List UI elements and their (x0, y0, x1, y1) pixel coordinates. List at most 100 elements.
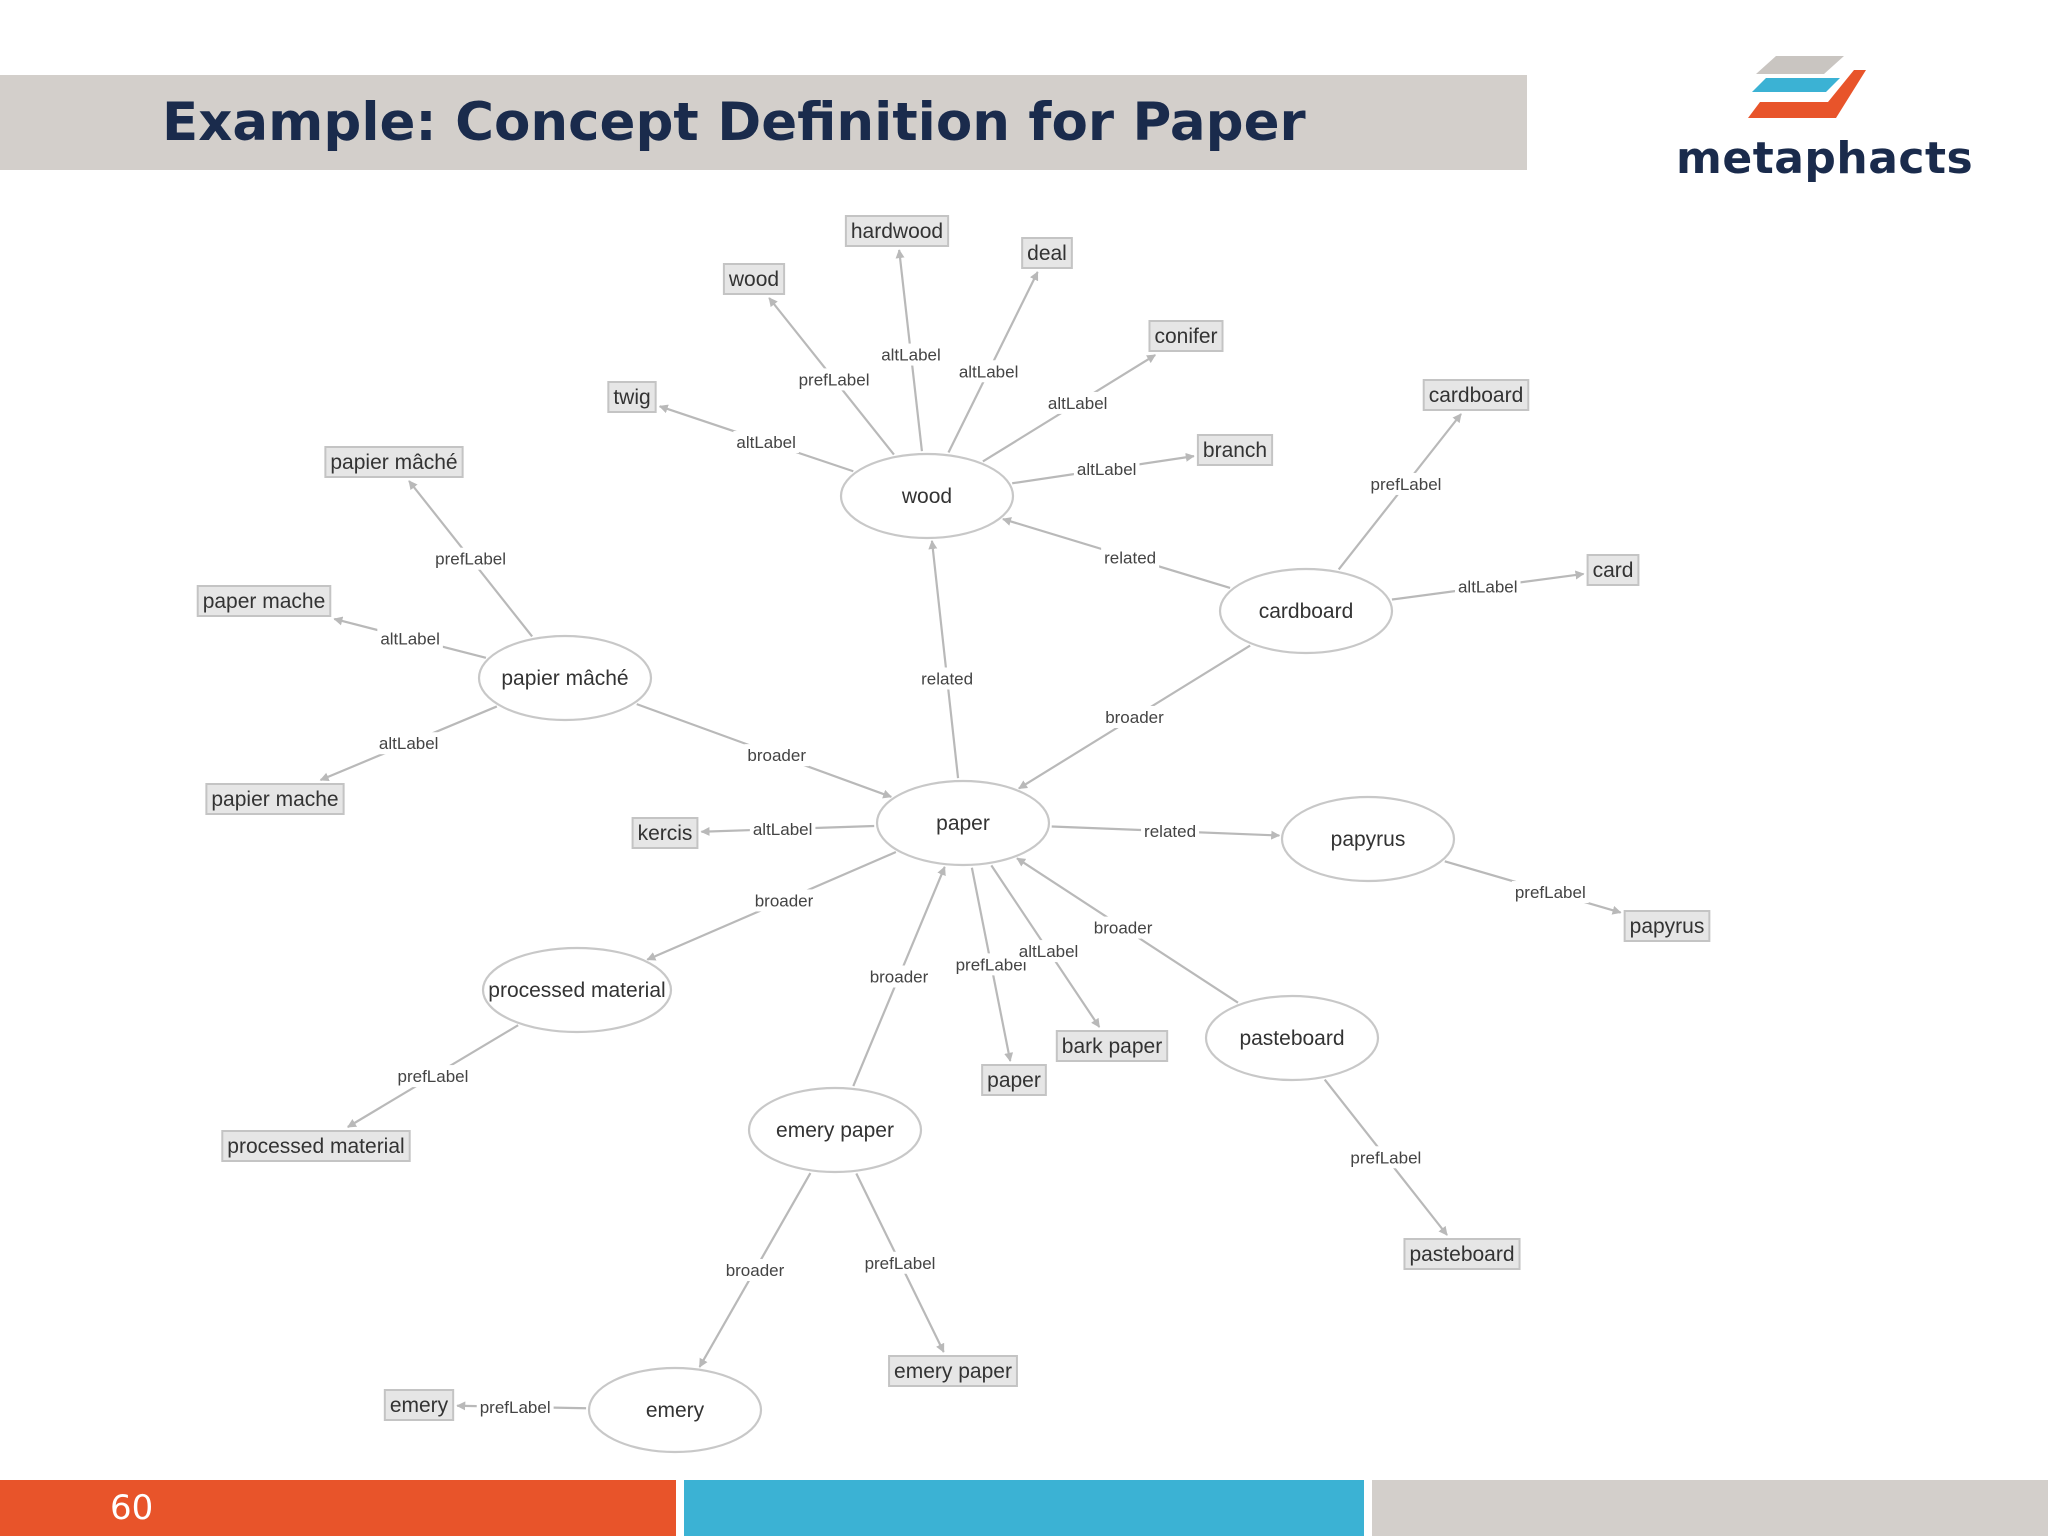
concept-node-papyrus[interactable]: papyrus (1280, 795, 1456, 883)
edge-label-background (918, 667, 977, 690)
concept-label: papier mâché (501, 667, 628, 690)
footer-bar-gray (1372, 1480, 2048, 1536)
edge-broader: broader (1018, 644, 1251, 790)
literal-box[interactable] (981, 1064, 1047, 1096)
edge-preflabel: prefLabel (1337, 413, 1462, 571)
literal-node-conifer[interactable]: conifer (1148, 320, 1224, 352)
literal-box[interactable] (1403, 1238, 1521, 1270)
literal-node-papier-mache[interactable]: papier mache (205, 783, 345, 815)
literal-node-paper-mache[interactable]: paper mache (196, 585, 332, 617)
metaphacts-logo-icon (1748, 56, 1866, 118)
edge-altlabel: altLabel (319, 705, 498, 782)
edge-label-background (952, 953, 1030, 976)
literal-node-papyrus[interactable]: papyrus (1623, 910, 1711, 942)
edge-altlabel: altLabel (333, 616, 487, 659)
literal-node-cardboard[interactable]: cardboard (1422, 379, 1530, 411)
literal-node-bark-paper[interactable]: bark paper (1055, 1030, 1169, 1062)
concept-ellipse[interactable] (839, 452, 1015, 540)
literal-node-deal[interactable]: deal (1021, 237, 1073, 269)
edge-label-background (1101, 546, 1160, 569)
literal-node-processed-material[interactable]: processed material (221, 1130, 411, 1162)
concept-ellipse[interactable] (481, 946, 673, 1034)
concept-node-pasteboard[interactable]: pasteboard (1204, 994, 1380, 1082)
literal-box[interactable] (1021, 237, 1073, 269)
edge-preflabel: prefLabel (347, 1024, 519, 1128)
literal-box[interactable] (1055, 1030, 1169, 1062)
literal-box[interactable] (1422, 379, 1530, 411)
literal-label: wood (728, 268, 779, 291)
edge-label-background (375, 732, 442, 755)
edge-label-background (955, 360, 1022, 383)
edge-label-background (866, 965, 932, 988)
literal-label: papyrus (1630, 915, 1705, 938)
concept-ellipse[interactable] (1280, 795, 1456, 883)
literal-box[interactable] (1623, 910, 1711, 942)
edge-label-background (476, 1395, 554, 1418)
literal-box[interactable] (844, 215, 950, 247)
concept-label: wood (901, 485, 952, 508)
nodes-layer: wood paper cardboard papier mâché papyrus pro… (196, 215, 1711, 1454)
literal-label: conifer (1154, 325, 1217, 348)
edge-label: prefLabel (435, 550, 506, 569)
literal-box[interactable] (1196, 434, 1274, 466)
edge-label-background (1511, 881, 1589, 904)
literal-label: emery paper (894, 1360, 1012, 1383)
literal-box[interactable] (196, 585, 332, 617)
concept-node-paper[interactable]: paper (875, 779, 1051, 867)
concept-node-processed-material[interactable]: processed material (481, 946, 673, 1034)
edge-altlabel: altLabel (990, 864, 1101, 1028)
edge-label-background (861, 1251, 939, 1274)
concept-label: papyrus (1331, 828, 1406, 851)
literal-node-emery-paper[interactable]: emery paper (888, 1355, 1018, 1387)
literal-box[interactable] (1148, 320, 1224, 352)
concept-ellipse[interactable] (875, 779, 1051, 867)
concept-ellipse[interactable] (747, 1086, 923, 1174)
edge-broader: broader (636, 703, 893, 799)
literal-node-pasteboard[interactable]: pasteboard (1403, 1238, 1521, 1270)
concept-node-cardboard[interactable]: cardboard (1218, 567, 1394, 655)
concept-node-emery[interactable]: emery (587, 1366, 763, 1454)
literal-box[interactable] (888, 1355, 1018, 1387)
literal-node-twig[interactable]: twig (607, 381, 657, 413)
edge-line (928, 540, 960, 779)
literal-node-hardwood[interactable]: hardwood (844, 215, 950, 247)
literal-box[interactable] (722, 263, 786, 295)
concept-ellipse[interactable] (587, 1366, 763, 1454)
literal-node-paper[interactable]: paper (981, 1064, 1047, 1096)
literal-node-card[interactable]: card (1586, 554, 1640, 586)
edge-label: altLabel (1077, 460, 1137, 479)
literal-label: papier mache (211, 788, 338, 811)
literal-box[interactable] (607, 381, 657, 413)
literal-label: processed material (227, 1135, 404, 1158)
literal-label: pasteboard (1409, 1243, 1514, 1266)
concept-node-emery-paper[interactable]: emery paper (747, 1086, 923, 1174)
edge-related: related (1051, 820, 1281, 843)
literal-node-wood[interactable]: wood (722, 263, 786, 295)
literal-label: hardwood (851, 220, 943, 243)
literal-box[interactable] (1586, 554, 1640, 586)
edge-label: prefLabel (398, 1067, 469, 1086)
literal-node-kercis[interactable]: kercis (631, 817, 699, 849)
edge-label-background (377, 627, 443, 650)
literal-node-papier-mache-accent[interactable]: papier mâché (324, 446, 464, 478)
literal-box[interactable] (205, 783, 345, 815)
edge-related: related (1002, 517, 1231, 590)
edge-label: altLabel (1019, 942, 1079, 961)
edge-label: altLabel (753, 820, 813, 839)
literal-label: emery (390, 1394, 449, 1417)
literal-box[interactable] (383, 1389, 455, 1421)
literal-box[interactable] (324, 446, 464, 478)
edge-label: prefLabel (1371, 475, 1442, 494)
concept-ellipse[interactable] (477, 634, 653, 722)
literal-node-emery[interactable]: emery (383, 1389, 455, 1421)
edge-label: broader (726, 1261, 785, 1280)
concept-ellipse[interactable] (1204, 994, 1380, 1082)
concept-node-papier-mache[interactable]: papier mâché (477, 634, 653, 722)
literal-box[interactable] (631, 817, 699, 849)
edge-altlabel: altLabel (1012, 452, 1195, 485)
concept-ellipse[interactable] (1218, 567, 1394, 655)
literal-box[interactable] (221, 1130, 411, 1162)
concept-node-wood[interactable]: wood (839, 452, 1015, 540)
literal-node-branch[interactable]: branch (1196, 434, 1274, 466)
